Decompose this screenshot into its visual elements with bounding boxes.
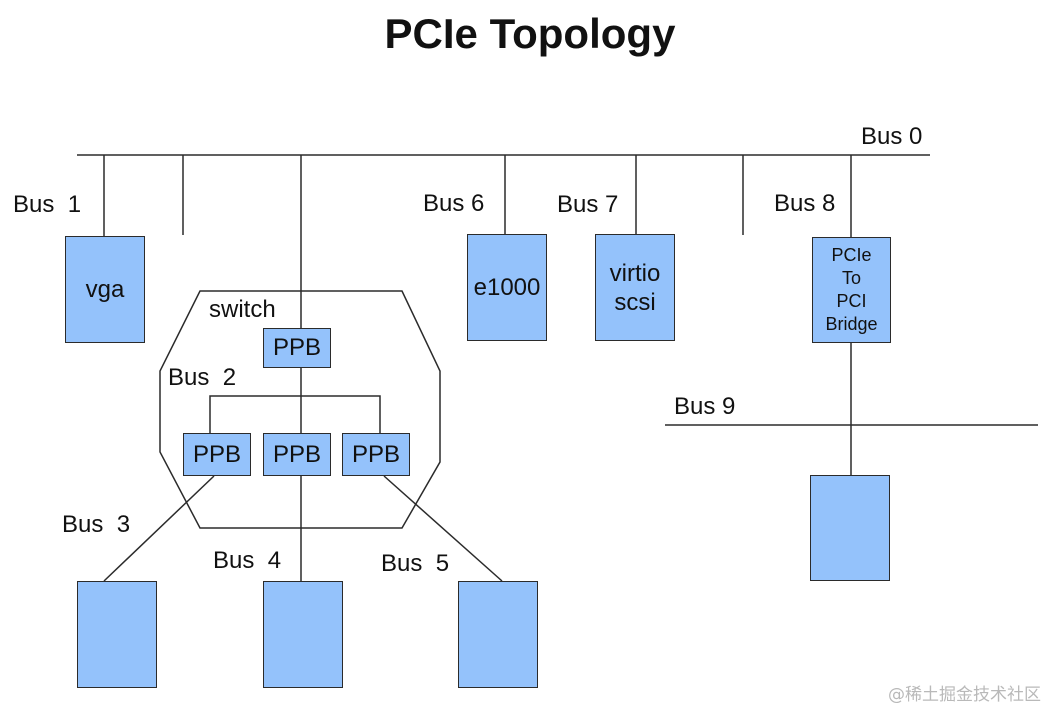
bus3-line [103,475,215,582]
bus9-label: Bus 9 [674,393,736,420]
bus4-label: Bus 4 [213,547,282,574]
e1000-device: e1000 [467,234,547,341]
virtio-scsi-device: virtio scsi [595,234,675,341]
bus1-label: Bus 1 [13,191,82,218]
switch-outline [159,290,441,529]
watermark: @稀土掘金技术社区 [888,685,1041,705]
pcie-to-pci-bridge: PCIe To PCI Bridge [812,237,891,343]
bus8-label: Bus 8 [774,190,836,217]
bus3-label: Bus 3 [62,511,131,538]
switch-label: switch [209,296,276,323]
bus2-line [209,395,381,434]
bus2-label: Bus 2 [168,364,237,391]
diagram-title: PCIe Topology [384,10,676,57]
bus4-endpoint [263,581,343,688]
bus5-line [383,475,503,582]
bus5-endpoint [458,581,538,688]
bus3-endpoint [77,581,157,688]
bus0-label: Bus 0 [861,123,923,150]
ppb-downstream-left: PPB [183,433,251,476]
ppb-downstream-middle: PPB [263,433,331,476]
bus5-label: Bus 5 [381,550,450,577]
bus9-endpoint [810,475,890,581]
bus6-label: Bus 6 [423,190,485,217]
ppb-upstream: PPB [263,328,331,368]
ppb-downstream-right: PPB [342,433,410,476]
bus7-label: Bus 7 [557,191,619,218]
vga-device: vga [65,236,145,343]
